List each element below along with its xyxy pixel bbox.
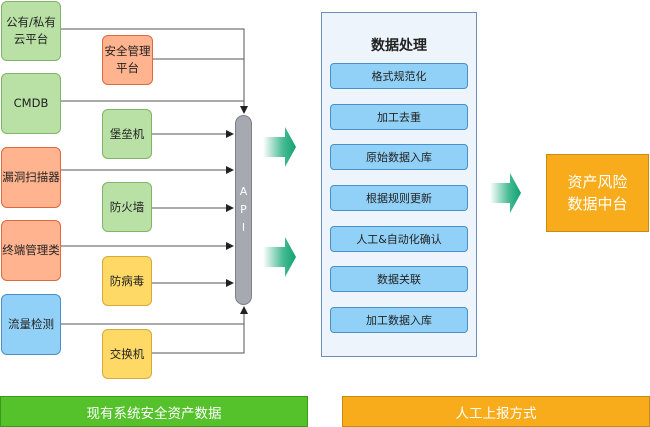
source-traffic-detection: 流量检测 <box>1 294 61 355</box>
source-cmdb: CMDB <box>1 73 61 134</box>
line-switch <box>152 306 248 354</box>
banner-manual-report: 人工上报方式 <box>342 396 650 427</box>
source-firewall: 防火墙 <box>102 182 152 232</box>
step-correlate: 数据关联 <box>330 266 468 292</box>
fat-arrow-2 <box>263 237 296 277</box>
label: 防病毒 <box>109 273 145 288</box>
step-rule-update: 根据规则更新 <box>330 185 468 211</box>
asset-risk-data-hub: 资产风险数据中台 <box>546 154 649 232</box>
source-cloud-platform: 公有/私有云平台 <box>1 1 61 61</box>
source-switch: 交换机 <box>102 329 152 379</box>
label: 资产风险 <box>567 173 628 191</box>
source-security-mgmt-platform: 安全管理平台 <box>102 35 153 85</box>
step-confirm: 人工&自动化确认 <box>330 226 468 252</box>
banner-existing-systems: 现有系统安全资产数据 <box>0 396 308 427</box>
label: 流量检测 <box>8 317 54 331</box>
label: 安全管理 <box>104 44 151 58</box>
label: CMDB <box>13 96 49 110</box>
source-antivirus: 防病毒 <box>102 256 152 306</box>
step-format-normalize: 格式规范化 <box>330 63 468 89</box>
label: 云平台 <box>13 32 49 46</box>
source-bastion-host: 堡垒机 <box>102 109 152 159</box>
label: 漏洞扫描器 <box>2 170 60 184</box>
step-raw-ingest: 原始数据入库 <box>330 144 468 170</box>
fat-arrow-3 <box>490 173 521 213</box>
api-bus: A P I <box>235 115 252 305</box>
fat-arrow-1 <box>263 127 296 167</box>
source-endpoint-mgmt: 终端管理类 <box>1 220 61 281</box>
label: 终端管理类 <box>2 243 60 257</box>
processing-title: 数据处理 <box>371 38 427 54</box>
label: 公有/私有 <box>6 15 56 29</box>
step-dedup: 加工去重 <box>330 104 468 130</box>
api-letter: P <box>240 203 247 216</box>
label: 堡垒机 <box>109 126 145 141</box>
source-vuln-scanner: 漏洞扫描器 <box>1 147 61 208</box>
api-letter: I <box>241 221 246 234</box>
label: 防火墙 <box>109 199 145 214</box>
line-cloud <box>61 28 248 114</box>
api-letter: A <box>239 185 248 198</box>
label: 平台 <box>116 61 139 75</box>
data-processing-panel: 数据处理 格式规范化 加工去重 原始数据入库 根据规则更新 人工&自动化确认 数… <box>321 12 477 357</box>
step-processed-ingest: 加工数据入库 <box>330 307 468 333</box>
label: 交换机 <box>109 346 145 361</box>
label: 数据中台 <box>567 195 628 213</box>
